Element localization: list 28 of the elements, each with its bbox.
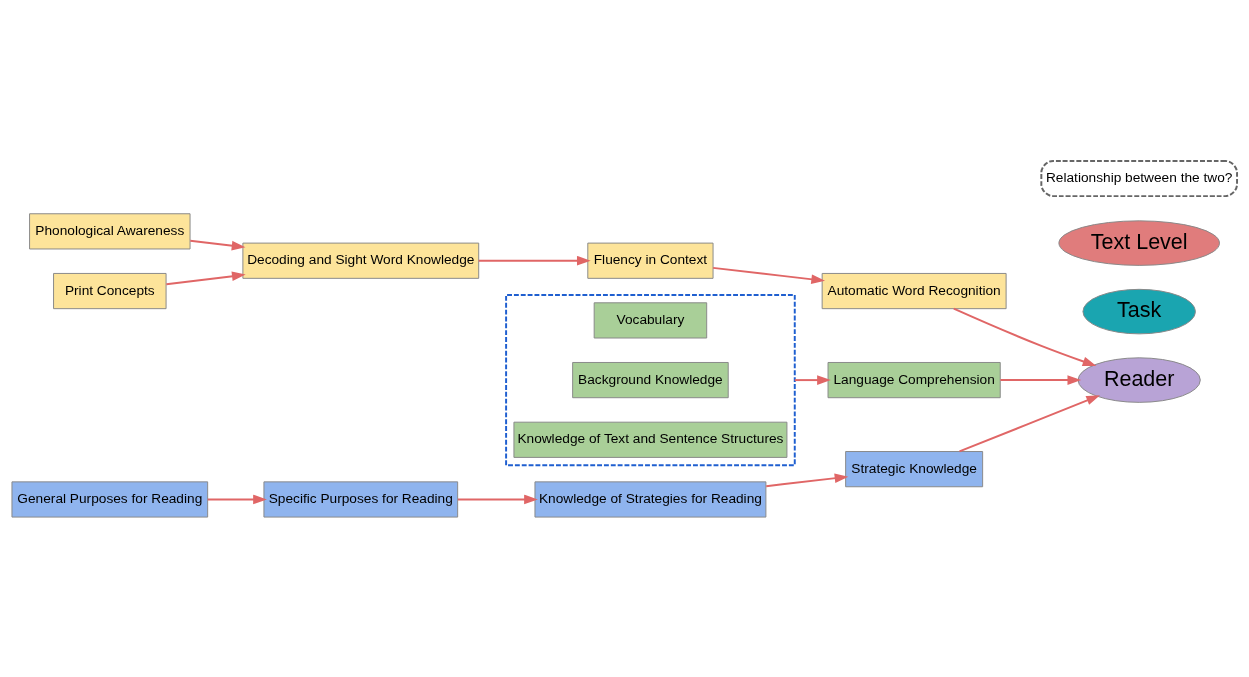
node-box: Print Concepts <box>53 272 167 309</box>
node-box: Phonological Awareness <box>29 212 191 249</box>
node-box: Language Comprehension <box>827 361 1001 398</box>
node-ellipse: Text Level <box>1058 219 1220 266</box>
arrow <box>189 239 246 250</box>
node-box: Automatic Word Recognition <box>821 272 1007 309</box>
arrow <box>765 472 849 487</box>
node-box: Strategic Knowledge <box>845 450 984 487</box>
arrow <box>206 494 267 504</box>
node-box: Relationship between the two? <box>1040 159 1238 197</box>
arrow <box>793 374 831 385</box>
node-box: Fluency in Context <box>587 242 714 279</box>
node-box: Decoding and Sight Word Knowledge <box>242 242 480 279</box>
arrow <box>712 266 826 284</box>
arrow <box>958 394 1101 452</box>
cluster <box>505 293 796 466</box>
node-ellipse: Task <box>1082 288 1196 334</box>
node-box: Vocabulary <box>593 301 708 338</box>
node-box: Background Knowledge <box>572 361 729 398</box>
node-box: General Purposes for Reading <box>11 480 209 518</box>
arrow <box>165 271 246 285</box>
node-box: Knowledge of Strategies for Reading <box>534 480 767 518</box>
arrow <box>952 307 1097 366</box>
arrow <box>457 494 538 504</box>
node-box: Specific Purposes for Reading <box>263 480 459 518</box>
arrow <box>999 374 1082 385</box>
node-box: Knowledge of Text and Sentence Structures <box>513 421 788 458</box>
arrow <box>477 255 591 266</box>
